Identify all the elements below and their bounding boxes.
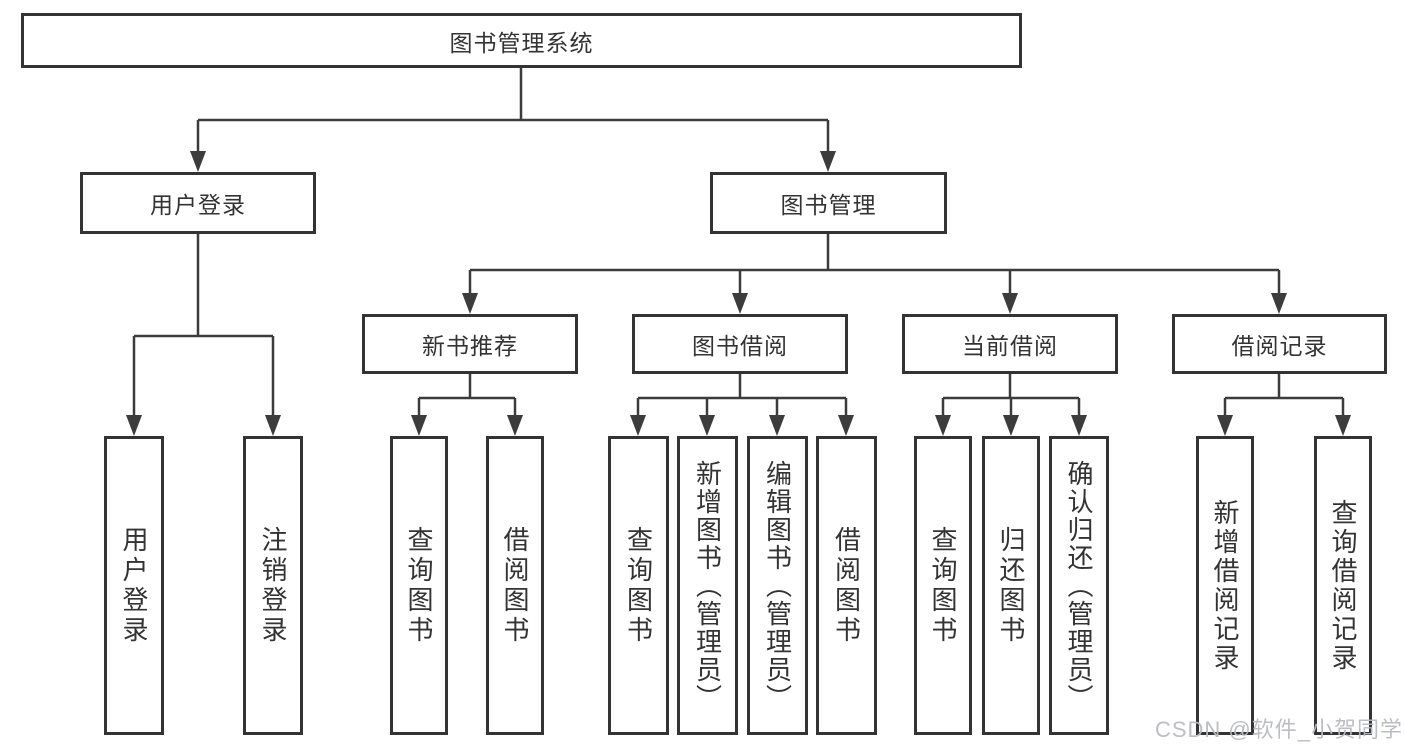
leaf-borrow-edit-books-admin-label: 编辑图书（管理员） [762,459,793,712]
csdn-watermark: CSDN @软件_小贺同学 [1154,717,1403,742]
leaf-borrow-lend-books: 借阅图书 [816,436,877,735]
node-root-label: 图书管理系统 [449,29,594,56]
leaf-records-add-record-label: 新增借阅记录 [1210,498,1240,673]
leaf-logout: 注销登录 [243,436,303,735]
node-book-borrow-label: 图书借阅 [692,333,788,359]
leaf-current-confirm-return-admin-label: 确认归还（管理员） [1064,459,1094,712]
node-book-borrow: 图书借阅 [632,314,848,374]
node-current-borrow-label: 当前借阅 [962,333,1058,359]
leaf-records-query-record: 查询借阅记录 [1314,436,1372,735]
node-new-book-recommend: 新书推荐 [362,314,578,374]
leaf-current-return-books-label: 归还图书 [996,525,1026,646]
connector-root [196,68,830,153]
node-book-manage-label: 图书管理 [780,192,877,218]
leaf-borrow-add-books-admin: 新增图书（管理员） [677,436,738,735]
node-borrow-records-label: 借阅记录 [1231,333,1328,359]
node-user-login: 用户登录 [80,172,316,234]
leaf-borrow-query-books: 查询图书 [608,436,669,735]
node-current-borrow: 当前借阅 [902,314,1118,374]
leaf-borrow-lend-books-label: 借阅图书 [831,525,862,646]
leaf-borrow-edit-books-admin: 编辑图书（管理员） [747,436,808,735]
leaf-current-confirm-return-admin: 确认归还（管理员） [1049,436,1109,735]
connector-records [1223,374,1345,417]
leaf-user-login-label: 用户登录 [119,525,149,646]
leaf-user-login: 用户登录 [104,436,164,735]
leaf-records-query-record-label: 查询借阅记录 [1328,498,1358,673]
node-new-book-recommend-label: 新书推荐 [422,333,518,359]
leaf-recommend-query-books-label: 查询图书 [404,525,434,646]
leaf-borrow-query-books-label: 查询图书 [623,525,654,646]
leaf-borrow-add-books-admin-label: 新增图书（管理员） [692,459,723,712]
node-book-manage: 图书管理 [710,172,947,234]
connector-current [941,374,1081,417]
node-root: 图书管理系统 [21,13,1022,68]
leaf-recommend-query-books: 查询图书 [390,436,448,735]
connector-manage [468,234,1281,295]
leaf-logout-label: 注销登录 [258,525,288,646]
connector-borrow [636,374,848,417]
connector-recommend [417,374,517,417]
leaf-records-add-record: 新增借阅记录 [1196,436,1254,735]
node-user-login-label: 用户登录 [150,192,246,218]
leaf-recommend-borrow-books: 借阅图书 [486,436,544,735]
leaf-recommend-borrow-books-label: 借阅图书 [500,525,530,646]
leaf-current-query-books-label: 查询图书 [928,525,958,646]
leaf-current-query-books: 查询图书 [914,436,972,735]
connector-login [132,234,275,417]
leaf-current-return-books: 归还图书 [982,436,1040,735]
node-borrow-records: 借阅记录 [1172,314,1387,374]
arrowheads [126,151,1351,436]
